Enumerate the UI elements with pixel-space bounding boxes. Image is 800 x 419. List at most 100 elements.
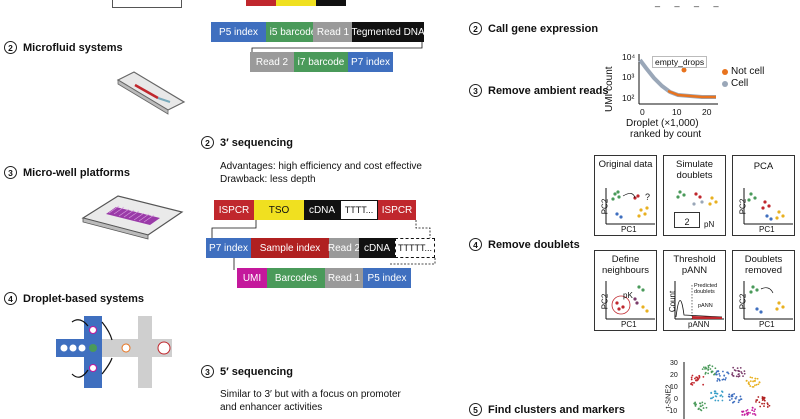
tsne-point [745,409,748,412]
tsne-point [766,403,769,406]
tsne-point [728,393,731,396]
tsne-point [705,367,708,370]
tsne-point [714,399,717,402]
step-title: Call gene expression [488,22,599,35]
tsne-point [717,370,720,372]
panel-scatter [605,188,655,225]
seg-sample-index: Sample index [251,238,329,258]
library-3prime-connector-2 [233,258,436,270]
panel-title: PCA [753,161,774,172]
tsne-point [704,371,707,374]
tsne-point [761,402,763,405]
tsne-point [736,367,739,369]
tsne-point [755,399,758,401]
tsne-point [753,410,756,413]
tsne-point [726,371,728,374]
tsne-point [763,402,766,405]
tsne-point [742,410,745,413]
tsne-point [739,395,742,398]
umi-xtick-3: 20 [702,107,712,117]
panel-title: Simulate doublets [676,159,713,181]
panel-original-data: Original data PC2 PC1 ? [594,155,657,236]
device-top-partial [112,0,182,8]
tsne-point [763,405,765,408]
step-number: 2 [4,41,17,54]
tsne-point [740,398,743,400]
seg-cdna: cDNA [304,200,340,220]
5prime-desc-line1: Similar to 3′ but with a focus on promot… [220,389,401,400]
step-remove-ambient: 3 Remove ambient reads [469,84,608,97]
tsne-point [742,375,744,378]
panel-scatter [676,190,718,206]
panel-ylabel: PC2 [738,198,748,215]
panel-annotation: ? [645,192,651,202]
step-5prime: 3 5′ sequencing [201,365,293,378]
tsne-point [733,369,736,371]
tsne-point [730,394,733,397]
panel-xlabel: PC1 [621,225,637,234]
library-3prime-connector [211,220,431,238]
tsne-point [709,368,712,370]
tsne-point [704,402,706,405]
5prime-desc-line2: and enhancer activities [220,402,323,413]
tsne-point [707,368,710,371]
umi-xtick-1: 0 [640,107,645,117]
umi-ytick-3: 10² [622,93,635,103]
tsne-point [730,397,733,400]
tsne-point [753,380,756,382]
tsne-point [690,378,693,381]
step-title: Micro-well platforms [23,166,130,179]
tsne-point [702,407,705,409]
umi-plot-area [638,54,718,105]
tsne-point [734,397,737,400]
tsne-point [753,384,756,387]
tsne-point [722,378,725,381]
seg-read1: Read 1 [313,22,353,42]
tsne-point [694,377,696,380]
panel-ylabel: PC2 [600,293,610,310]
tsne-point [756,377,759,380]
tsne-point [747,411,750,414]
tsne-point [768,404,771,407]
step-number: 3 [469,84,482,97]
tsne-point [696,377,699,380]
panel-annotation: Predicted doublets [694,283,718,295]
tsne-ytick-5: -10 [667,408,678,415]
tsne-point [696,378,699,381]
tsne-point [713,392,716,395]
legend-label: Cell [731,78,749,89]
step-call-gene-expression: 2 Call gene expression [469,22,598,35]
tsne-point [735,395,738,398]
tsne-point [703,366,705,369]
panel-scatter [743,188,793,225]
tsne-point [741,372,743,375]
panel-ylabel: PC2 [738,293,748,310]
seg-i7-barcode: i7 barcode [294,52,348,72]
panel-threshold-pann: Threshold pANN Count pANN Predicted doub… [663,250,726,331]
tsne-ytick-3: 10 [670,384,678,391]
tsne-point [699,405,702,408]
tsne-point [746,408,749,411]
tsne-point [707,372,710,375]
panel-annotation-box: 2 [674,212,700,228]
legend-cell: Cell [722,78,748,89]
step-3prime: 2 3′ sequencing [201,136,293,149]
seg-read2-2: Read 2 [328,238,360,258]
seg-p5-index-2: P5 index [363,268,411,288]
seg-p5-index: P5 index [211,22,266,42]
tsne-point [755,383,758,386]
panel-scatter [743,281,793,320]
tsne-point [763,396,766,399]
step-number: 3 [201,365,214,378]
seg-i5-barcode: i5 barcode [266,22,320,42]
tsne-point [723,374,726,377]
panel-histogram [674,281,724,320]
tsne-point [738,373,740,375]
tsne-point [737,401,740,404]
tsne-point [714,390,717,393]
tsne-point [751,386,754,388]
tsne-point [743,372,746,375]
panel-xlabel: PC1 [759,320,775,329]
step-number: 2 [469,22,482,35]
drawback-text: Drawback: less depth [220,174,316,185]
